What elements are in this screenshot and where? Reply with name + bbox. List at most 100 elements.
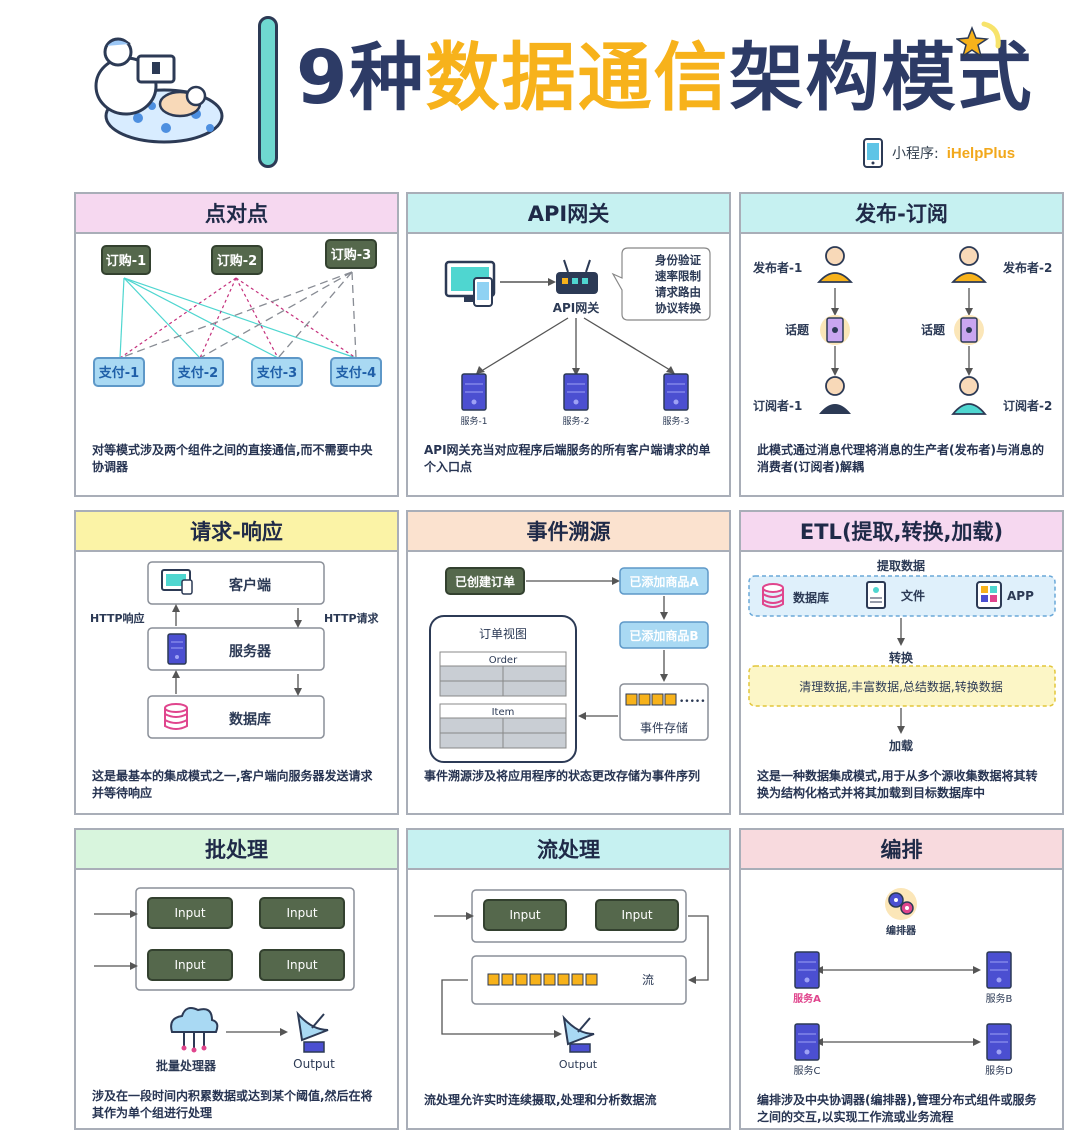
panel-stream-processing: 流处理 Input Input 流 Output 流处理允许实时连续: [406, 828, 731, 1130]
request-response-diagram: 客户端 服务器 数据库 HTTP响应 HTTP请求: [90, 561, 380, 739]
order-3-box: [325, 239, 377, 269]
event-store-label: 事件存储: [640, 720, 688, 735]
panel-batch-processing: 批处理 Input Input Input Input 批量处理器 Output…: [74, 828, 399, 1130]
panel-description: 事件溯源涉及将应用程序的状态更改存储为事件序列: [424, 769, 701, 783]
source-database-label: 数据库: [793, 590, 829, 605]
router-icon: [556, 259, 598, 294]
http-request-label: HTTP请求: [324, 611, 380, 625]
input-box: [259, 897, 345, 929]
database-icon: [762, 583, 784, 608]
server-icon: [986, 951, 1012, 989]
database-box: [147, 695, 325, 739]
source-app-label: APP: [1007, 589, 1034, 603]
order-table: [439, 651, 567, 697]
server-box: [147, 627, 325, 671]
event-created-box: [445, 567, 525, 595]
panel-description: 对等模式涉及两个组件之间的直接通信,而不需要中央协调器: [92, 443, 373, 474]
batch-diagram: Input Input Input Input 批量处理器 Output: [94, 887, 355, 1073]
panel-title: 请求-响应: [76, 512, 397, 552]
title-highlight: 数据通信: [425, 35, 730, 121]
payment-2-box: [172, 357, 224, 387]
panel-title: ETL(提取,转换,加载): [741, 512, 1062, 552]
order-1-label: 订购-1: [106, 253, 146, 269]
item-table-title: Item: [492, 707, 515, 718]
stream-cells: [487, 973, 598, 986]
gears-icon: [885, 888, 917, 920]
input-label: Input: [286, 906, 317, 920]
person-icon: [950, 246, 988, 283]
service-b-label: 服务B: [986, 992, 1013, 1005]
server-label: 服务器: [229, 643, 272, 660]
server-icon: [167, 633, 187, 665]
event-added-b-box: [619, 621, 709, 649]
server-icon: [461, 373, 487, 411]
input-label: Input: [621, 908, 652, 922]
payment-3-label: 支付-3: [256, 365, 297, 381]
title-number: 9种: [296, 35, 426, 121]
panel-title: 批处理: [76, 830, 397, 870]
output-label: Output: [559, 1058, 598, 1071]
panel-request-response: 请求-响应 客户端 服务器 数据库 HTTP响应 HTTP请求: [74, 510, 399, 815]
input-label: Input: [286, 958, 317, 972]
order-3-label: 订购-3: [331, 247, 371, 263]
order-table-title: Order: [489, 655, 518, 666]
feature-protocol: 协议转换: [655, 301, 701, 315]
payment-1-label: 支付-1: [98, 365, 139, 381]
database-icon: [164, 703, 188, 730]
panel-description: 此模式通过消息代理将消息的生产者(发布者)与消息的消费者(订阅者)解耦: [757, 443, 1044, 474]
satellite-dish-icon: [296, 1010, 329, 1053]
topic-icon: [954, 315, 984, 345]
extract-label: 提取数据: [877, 558, 925, 573]
transform-label: 转换: [889, 650, 914, 665]
panel-orchestration: 编排 编排器 服务A 服务B 服: [739, 828, 1064, 1130]
file-icon: [866, 581, 886, 609]
input-label: Input: [174, 958, 205, 972]
topic-icon: [820, 315, 850, 345]
satellite-dish-icon: [562, 1014, 595, 1053]
item-table: [439, 703, 567, 749]
topic-1-label: 话题: [785, 322, 810, 337]
stream-label: 流: [642, 973, 654, 987]
p2p-diagram: 订购-1 订购-2 订购-3 支付-1 支付-2 支付-3 支付-4: [93, 239, 382, 387]
server-icon: [794, 951, 820, 989]
input-label: Input: [509, 908, 540, 922]
person-icon: [816, 246, 854, 283]
title-rest: 架构模式: [729, 35, 1034, 121]
client-label: 客户端: [228, 577, 271, 594]
payment-3-box: [251, 357, 303, 387]
panel-description: 这是最基本的集成模式之一,客户端向服务器发送请求并等待响应: [92, 769, 373, 800]
phone-icon: [863, 138, 883, 168]
mini-program-badge: 小程序: iHelpPlus: [862, 136, 1015, 170]
api-gateway-diagram: API网关 身份验证 速率限制 请求路由 协议转换 服务-1 服务-2 服务-3: [444, 247, 711, 427]
title-accent-bar: [258, 16, 278, 168]
input-box: [147, 949, 233, 981]
client-devices-icon: [161, 569, 193, 595]
orchestrator-label: 编排器: [886, 924, 917, 937]
publisher-2-label: 发布者-2: [1002, 260, 1052, 275]
server-icon: [663, 373, 689, 411]
panel-title: 事件溯源: [408, 512, 729, 552]
input-box: [259, 949, 345, 981]
mini-program-brand: iHelpPlus: [946, 144, 1016, 162]
server-icon: [563, 373, 589, 411]
panel-pub-sub: 发布-订阅 发布者-1 发布者-2 话题 话题: [739, 192, 1064, 497]
service-d-label: 服务D: [985, 1064, 1013, 1077]
order-view-label: 订单视图: [479, 626, 527, 641]
subscriber-1-label: 订阅者-1: [753, 398, 802, 413]
feature-auth: 身份验证: [655, 253, 701, 267]
page-title: 9种数据通信架构模式: [296, 28, 1034, 128]
event-store-cells: [625, 693, 677, 706]
order-2-label: 订购-2: [217, 253, 257, 269]
app-icon: [976, 581, 1002, 609]
panel-etl: ETL(提取,转换,加载) 提取数据 数据库 文件 APP 转换 清理数据,丰富…: [739, 510, 1064, 815]
input-box: [147, 897, 233, 929]
person-icon: [819, 376, 851, 414]
star-icon: [956, 21, 1001, 58]
pubsub-diagram: 发布者-1 发布者-2 话题 话题: [752, 246, 1052, 415]
etl-diagram: 提取数据 数据库 文件 APP 转换 清理数据,丰富数据,总结数据,转换数据 加…: [748, 558, 1056, 753]
stream-diagram: Input Input 流 Output: [434, 889, 709, 1071]
person-icon: [951, 376, 987, 415]
panel-description: 流处理允许实时连续摄取,处理和分析数据流: [424, 1093, 657, 1107]
service-1-label: 服务-1: [461, 415, 488, 427]
event-added-a-box: [619, 567, 709, 595]
